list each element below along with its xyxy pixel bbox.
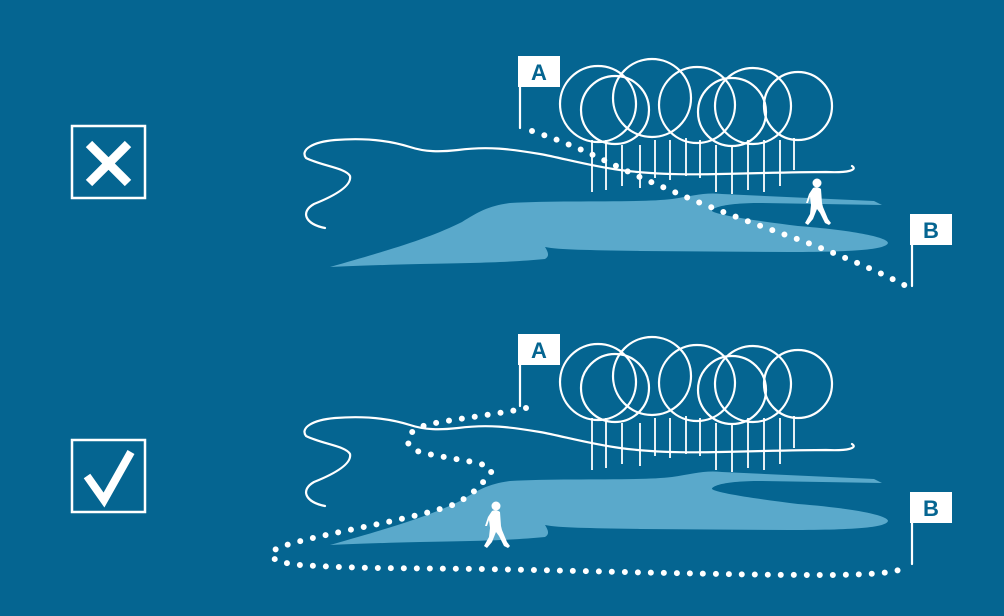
flag-start: A	[516, 332, 562, 408]
flag-start: A	[516, 54, 562, 130]
flag-end-label: B	[923, 218, 939, 243]
panel-incorrect-route: A B	[70, 54, 954, 290]
panel-correct-route: A B	[70, 332, 954, 579]
detour-route-around-trees	[268, 405, 911, 579]
flag-end-label: B	[923, 496, 939, 521]
flag-start-label: A	[531, 60, 547, 85]
check-icon	[83, 450, 135, 508]
flag-start-label: A	[531, 338, 547, 363]
flag-end: B	[908, 212, 954, 288]
verdict-box-correct	[70, 438, 147, 514]
flag-end: B	[908, 490, 954, 566]
cross-icon	[85, 140, 132, 187]
verdict-box-incorrect	[70, 124, 147, 200]
